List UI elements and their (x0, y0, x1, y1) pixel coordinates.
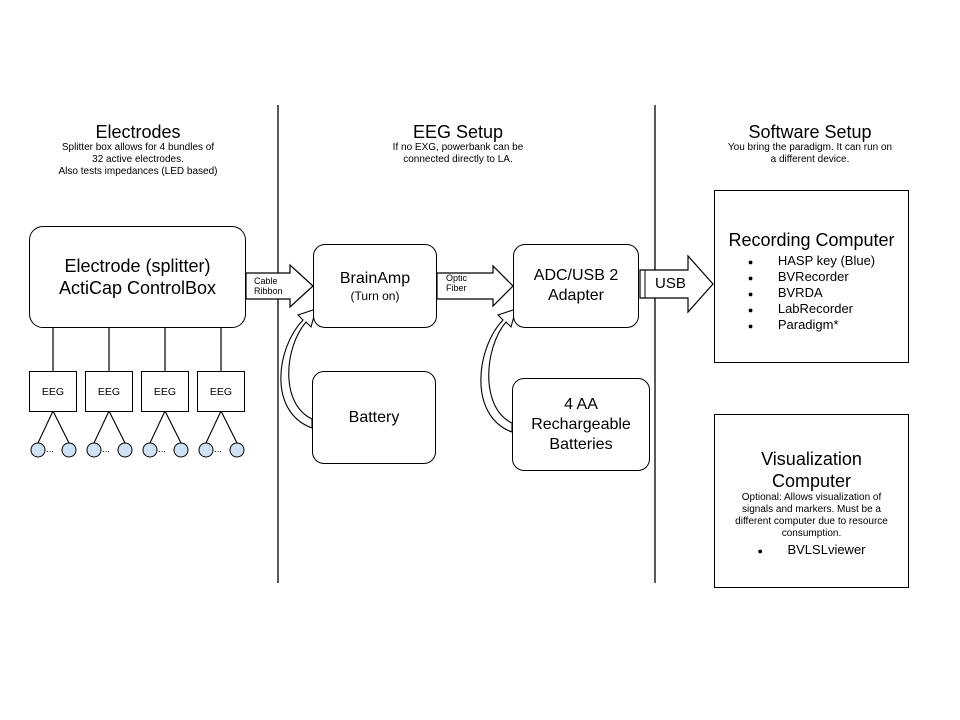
electrode-dot (198, 442, 214, 458)
electrode-branches (37, 410, 238, 444)
section-eeg-setup: EEG Setup If no EXG, powerbank can be co… (348, 122, 568, 166)
software-item: BVLSLviewer (757, 542, 865, 559)
brainamp-subtitle: (Turn on) (350, 289, 400, 303)
electrode-ellipsis: ... (158, 444, 166, 455)
node-label-line: Rechargeable (531, 415, 631, 433)
section-subtitle-line: Also tests impedances (LED based) (58, 166, 218, 177)
node-label-line: ADC/USB 2 (533, 267, 619, 284)
section-subtitle-line: connected directly to LA. (403, 154, 513, 165)
software-item: BVRDA (748, 285, 875, 302)
electrode-dot (86, 442, 102, 458)
section-software-setup: Software Setup You bring the paradigm. I… (700, 122, 920, 166)
visualization-description-line: Optional: Allows visualization of (741, 492, 882, 503)
section-electrodes: Electrodes Splitter box allows for 4 bun… (28, 122, 248, 178)
connector-label-line: Fiber (446, 283, 467, 293)
visualization-description-line: different computer due to resource (735, 516, 888, 527)
node-label-line: 4 AA (564, 395, 598, 413)
node-label-line: Adapter (547, 287, 605, 304)
node-label-line: Electrode (splitter) (64, 256, 211, 276)
batteries-curved-arrow (480, 308, 517, 433)
section-subtitle-line: You bring the paradigm. It can run on (727, 142, 893, 153)
node-label-line: ActiCap ControlBox (58, 278, 217, 298)
recording-computer-title: Recording Computer (728, 230, 895, 250)
electrode-ellipsis: ... (46, 444, 54, 455)
recording-computer-node: Recording Computer HASP key (Blue) BVRec… (714, 190, 909, 363)
battery-label: Battery (348, 408, 400, 426)
electrode-ellipsis: ... (102, 444, 110, 455)
visualization-description-line: consumption. (781, 528, 842, 539)
battery-node: Battery (312, 371, 436, 464)
software-item: LabRecorder (748, 301, 875, 318)
eeg-bundle-node: EEG (85, 371, 133, 412)
eeg-bundle-node: EEG (197, 371, 245, 412)
visualization-title-line: Visualization (761, 449, 862, 469)
battery-curved-arrow (280, 308, 317, 429)
eeg-bundle-label: EEG (153, 385, 177, 398)
optic-fiber-label: Optic Fiber (446, 273, 467, 293)
cable-ribbon-label: Cable Ribbon (254, 276, 283, 296)
electrode-dot (142, 442, 158, 458)
software-item: HASP key (Blue) (748, 253, 875, 270)
visualization-description-line: signals and markers. Must be a (742, 504, 881, 515)
eeg-bundle-label: EEG (209, 385, 233, 398)
cable-ribbon-arrow (245, 263, 314, 309)
software-item: BVRecorder (748, 269, 875, 286)
recording-software-list: HASP key (Blue) BVRecorder BVRDA LabReco… (748, 253, 875, 334)
electrode-dot (173, 442, 189, 458)
adapter-node: ADC/USB 2 Adapter (513, 244, 639, 328)
visualization-software-list: BVLSLviewer (757, 542, 865, 559)
electrode-dot (117, 442, 133, 458)
connector-label-line: Ribbon (254, 286, 283, 296)
brainamp-node: BrainAmp (Turn on) (313, 244, 437, 328)
section-title: Software Setup (748, 122, 872, 142)
controlbox-node: Electrode (splitter) ActiCap ControlBox (29, 226, 246, 328)
section-subtitle-line: Splitter box allows for 4 bundles of (61, 142, 215, 153)
electrode-dot (229, 442, 245, 458)
visualization-computer-node: Visualization Computer Optional: Allows … (714, 414, 909, 588)
electrode-dot (61, 442, 77, 458)
visualization-title-line: Computer (771, 471, 852, 491)
software-item: Paradigm* (748, 317, 875, 334)
connector-label-line: Cable (254, 276, 278, 286)
optic-fiber-arrow (436, 264, 514, 308)
electrode-dots (30, 442, 245, 458)
eeg-bundle-node: EEG (141, 371, 189, 412)
usb-arrow (639, 254, 714, 314)
electrode-ellipsis: ... (214, 444, 222, 455)
usb-label: USB (655, 275, 686, 292)
eeg-bundle-label: EEG (41, 385, 65, 398)
section-title: EEG Setup (412, 122, 504, 142)
section-subtitle-line: a different device. (770, 154, 850, 165)
eeg-bundle-label: EEG (97, 385, 121, 398)
section-subtitle-line: If no EXG, powerbank can be (392, 142, 524, 153)
electrode-dot (30, 442, 46, 458)
section-subtitle-line: 32 active electrodes. (92, 154, 184, 165)
brainamp-title: BrainAmp (339, 270, 411, 287)
section-title: Electrodes (95, 122, 181, 142)
eeg-bundle-node: EEG (29, 371, 77, 412)
rechargeable-batteries-node: 4 AA Rechargeable Batteries (512, 378, 650, 471)
connector-label-line: Optic (446, 273, 468, 283)
node-label-line: Batteries (549, 435, 613, 453)
